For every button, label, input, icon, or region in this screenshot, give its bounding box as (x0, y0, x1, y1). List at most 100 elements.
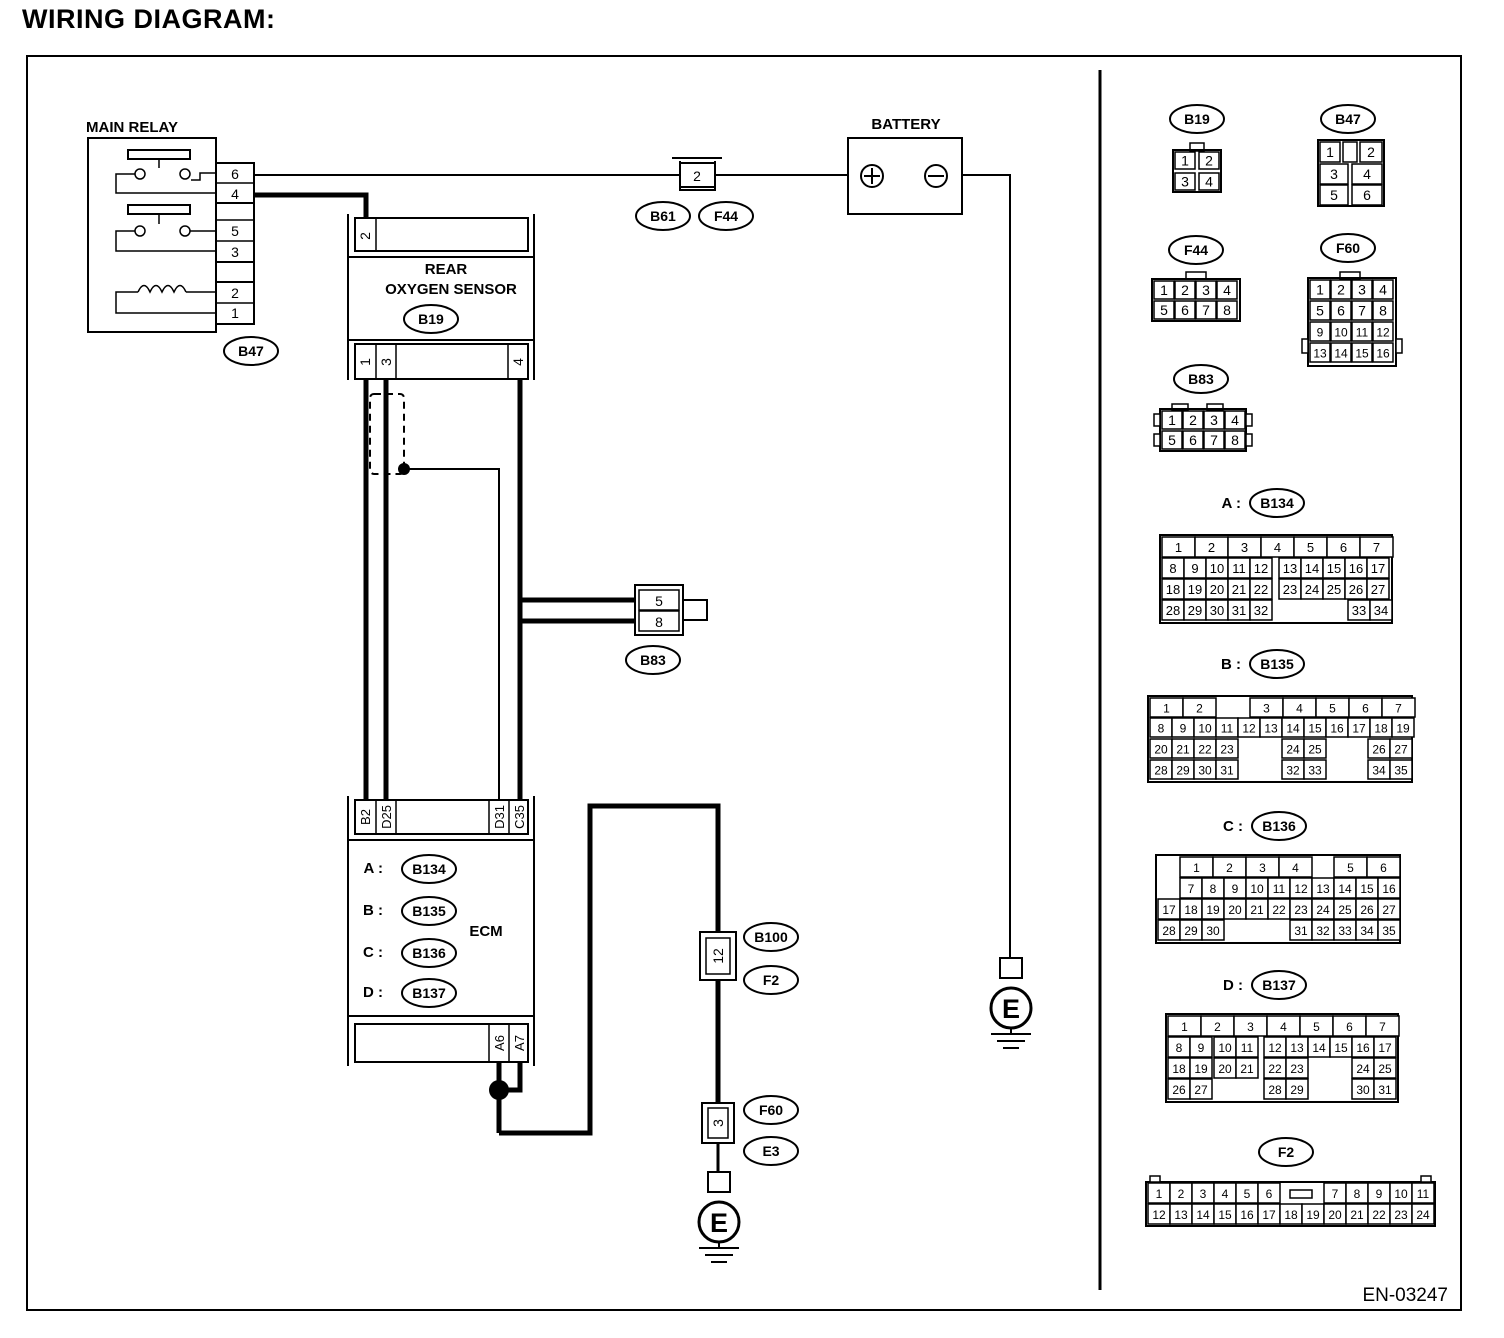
face-pin-label: 3 (1263, 702, 1270, 716)
face-pin-label: 17 (1378, 1041, 1392, 1055)
face-pin-label: 5 (1160, 302, 1168, 318)
face-cell (1330, 342, 1352, 363)
face-cell (1372, 300, 1394, 321)
face-pin-label: 6 (1346, 1020, 1353, 1034)
face-cell (1309, 321, 1331, 342)
relay-pin: 4 (231, 186, 239, 202)
face-pin-label: 19 (1206, 903, 1220, 917)
face-cell (1189, 1036, 1213, 1058)
face-cell (1303, 738, 1327, 759)
face-pin-label: 7 (1210, 432, 1218, 448)
face-cell (1330, 300, 1352, 321)
face-frame (1159, 408, 1247, 452)
connector-label-b136: B136 (412, 945, 446, 961)
face-pin-label: 33 (1308, 764, 1322, 778)
connector-label-b100: B100 (754, 929, 788, 945)
face-cell (1201, 919, 1225, 941)
face-pin-label: 15 (1327, 561, 1341, 576)
main-relay-label: MAIN RELAY (86, 119, 178, 136)
face-cell (1285, 1078, 1309, 1100)
face-cell (1257, 1182, 1281, 1204)
face-pin-label: 4 (1222, 1187, 1229, 1201)
face-frame (1151, 278, 1241, 322)
wires (254, 174, 1011, 1172)
face-pin-label: 28 (1154, 764, 1168, 778)
face-pin-label: 1 (1163, 702, 1170, 716)
face-pin-label: 30 (1210, 603, 1224, 618)
o2-pin: 1 (357, 358, 373, 366)
face-pin-label: 16 (1330, 722, 1344, 736)
face-prefix: C : (1223, 818, 1243, 835)
face-pin-label: 22 (1372, 1208, 1386, 1222)
relay-pin: 2 (231, 285, 239, 301)
ecm-pin: D31 (492, 805, 507, 829)
face-cell (1249, 557, 1273, 579)
face-pin-label: 6 (1363, 187, 1371, 203)
face-pin-label: 30 (1356, 1083, 1370, 1097)
face-pin-label: 27 (1382, 903, 1396, 917)
face-cell (1309, 279, 1331, 300)
face-pin-label: 15 (1218, 1208, 1232, 1222)
face-pin-label: 7 (1395, 702, 1402, 716)
face-pin-label: 21 (1350, 1208, 1364, 1222)
face-cell (1215, 759, 1239, 780)
face-cell (1195, 280, 1217, 300)
face-pin-label: 12 (1254, 561, 1268, 576)
face-cell (1359, 536, 1394, 558)
face-pin-label: 20 (1228, 903, 1242, 917)
face-pin-label: 24 (1286, 743, 1300, 757)
face-pin-label: 8 (1231, 432, 1239, 448)
face-cell (1372, 321, 1394, 342)
face-pin-label: 4 (1205, 174, 1213, 190)
ground-label: E (1002, 994, 1020, 1024)
face-cell (1203, 430, 1225, 450)
face-pin-label: 7 (1188, 882, 1195, 896)
face-cell (1389, 738, 1413, 759)
face-pin-label: 14 (1338, 882, 1352, 896)
face-pin-label: 5 (1316, 303, 1324, 319)
face-pin-label: 18 (1374, 722, 1388, 736)
connector-label-b83: B83 (640, 652, 666, 668)
face-pin-label: 8 (1379, 303, 1387, 319)
face-cell (1198, 172, 1220, 191)
face-cell (1373, 1078, 1397, 1100)
face-pin-label: 4 (1292, 861, 1299, 875)
face-pin-label: 33 (1338, 924, 1352, 938)
face-pin-label: 5 (1347, 861, 1354, 875)
face-pin-label: 31 (1220, 764, 1234, 778)
face-pin-label: 2 (1181, 282, 1189, 298)
ecm-pin: C35 (512, 805, 527, 829)
face-cell (1309, 300, 1331, 321)
face-pin-label: 11 (1273, 882, 1286, 896)
connector-b83: 5 8 (634, 584, 708, 636)
face-pin-label: 16 (1240, 1208, 1254, 1222)
face-pin-label: 13 (1290, 1041, 1304, 1055)
face-pin-label: 1 (1181, 1020, 1188, 1034)
connector-label-e3: E3 (762, 1143, 779, 1159)
face-cell (1249, 599, 1273, 621)
face-pin-label: 22 (1268, 1062, 1282, 1076)
page-title: WIRING DIAGRAM: (22, 4, 276, 34)
face-cell (1216, 300, 1238, 320)
face-pin-label: 11 (1221, 722, 1234, 736)
face-label-b137: B137 (1262, 977, 1296, 993)
face-pin-label: 23 (1294, 903, 1308, 917)
face-pin-label: 7 (1379, 1020, 1386, 1034)
face-label-b19: B19 (1184, 111, 1210, 127)
ecm: B2 D25 D31 C35 ECM A : B : C : D : B134 … (347, 796, 535, 1066)
face-cell (1174, 172, 1196, 191)
face-pin-label: 20 (1218, 1062, 1232, 1076)
face-pin-label: 8 (1354, 1187, 1361, 1201)
face-pin-label: 31 (1378, 1083, 1392, 1097)
face-pin-label: 6 (1189, 432, 1197, 448)
o2-pin: 3 (378, 358, 394, 366)
face-cell (1182, 410, 1204, 430)
diagram-frame (26, 55, 1462, 1311)
face-pin-label: 14 (1334, 347, 1348, 361)
connector-label-b61: B61 (650, 208, 676, 224)
face-label-f2: F2 (1278, 1144, 1295, 1160)
face-pin-label: 5 (1307, 540, 1314, 555)
face-pin-label: 28 (1268, 1083, 1282, 1097)
fuse-pin: 2 (693, 168, 701, 184)
face-pin-label: 24 (1316, 903, 1330, 917)
